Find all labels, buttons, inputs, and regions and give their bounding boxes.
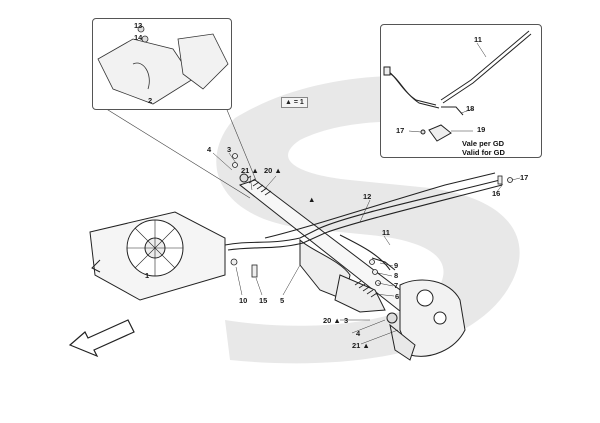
label-8: 8	[394, 271, 399, 280]
label-18: 18	[466, 104, 475, 113]
inset-leader-lines	[99, 104, 261, 199]
inset-detail-mounting: 13 14 2	[92, 18, 232, 110]
label-14: 14	[134, 33, 143, 42]
label-12: 12	[363, 192, 372, 201]
label-20-upper: 20 ▲	[264, 166, 282, 175]
label-4-lower: 4	[356, 329, 361, 338]
validity-note: Vale per GD Valid for GD	[462, 139, 505, 157]
label-9: 9	[394, 261, 399, 270]
label-7: 7	[394, 281, 399, 290]
label-13: 13	[134, 21, 143, 30]
label-1: 1	[145, 271, 150, 280]
label-11-inset: 11	[474, 35, 482, 44]
label-2: 2	[148, 96, 153, 105]
label-15: 15	[259, 296, 268, 305]
label-21-upper: 21 ▲	[241, 166, 259, 175]
label-21-lower: 21 ▲	[352, 341, 370, 350]
label-19: 19	[477, 125, 486, 134]
inset-mounting-drawing	[97, 25, 229, 105]
label-triangle-marker: ▲	[308, 195, 316, 204]
inset-gd-drawing	[383, 30, 532, 142]
label-6: 6	[395, 292, 400, 301]
legend-text: = 1	[293, 99, 304, 106]
inset-detail-gd-version: 11 18 17 19	[380, 24, 542, 158]
label-20-lower: 20 ▲	[323, 316, 341, 325]
front-direction-arrow	[68, 319, 135, 358]
label-3-lower: 3	[344, 316, 349, 325]
label-leader-lines	[212, 152, 521, 345]
label-4-upper: 4	[207, 145, 212, 154]
small-hardware	[230, 153, 513, 286]
fan-radiator-assembly	[89, 211, 226, 301]
steering-rack-assembly	[238, 173, 421, 324]
label-5: 5	[280, 296, 285, 305]
label-17-inset: 17	[396, 126, 405, 135]
legend-triangle-symbol: ▲	[285, 99, 292, 106]
validity-note-italian: Vale per GD	[462, 139, 505, 148]
validity-note-english: Valid for GD	[462, 147, 505, 157]
steering-knuckle	[389, 279, 466, 361]
label-10: 10	[239, 296, 248, 305]
label-11: 11	[382, 228, 390, 237]
quantity-legend: ▲ = 1	[281, 97, 308, 108]
label-17: 17	[520, 173, 529, 182]
hydraulic-lines	[224, 172, 503, 271]
label-16: 16	[492, 189, 501, 198]
label-3-upper: 3	[227, 145, 232, 154]
